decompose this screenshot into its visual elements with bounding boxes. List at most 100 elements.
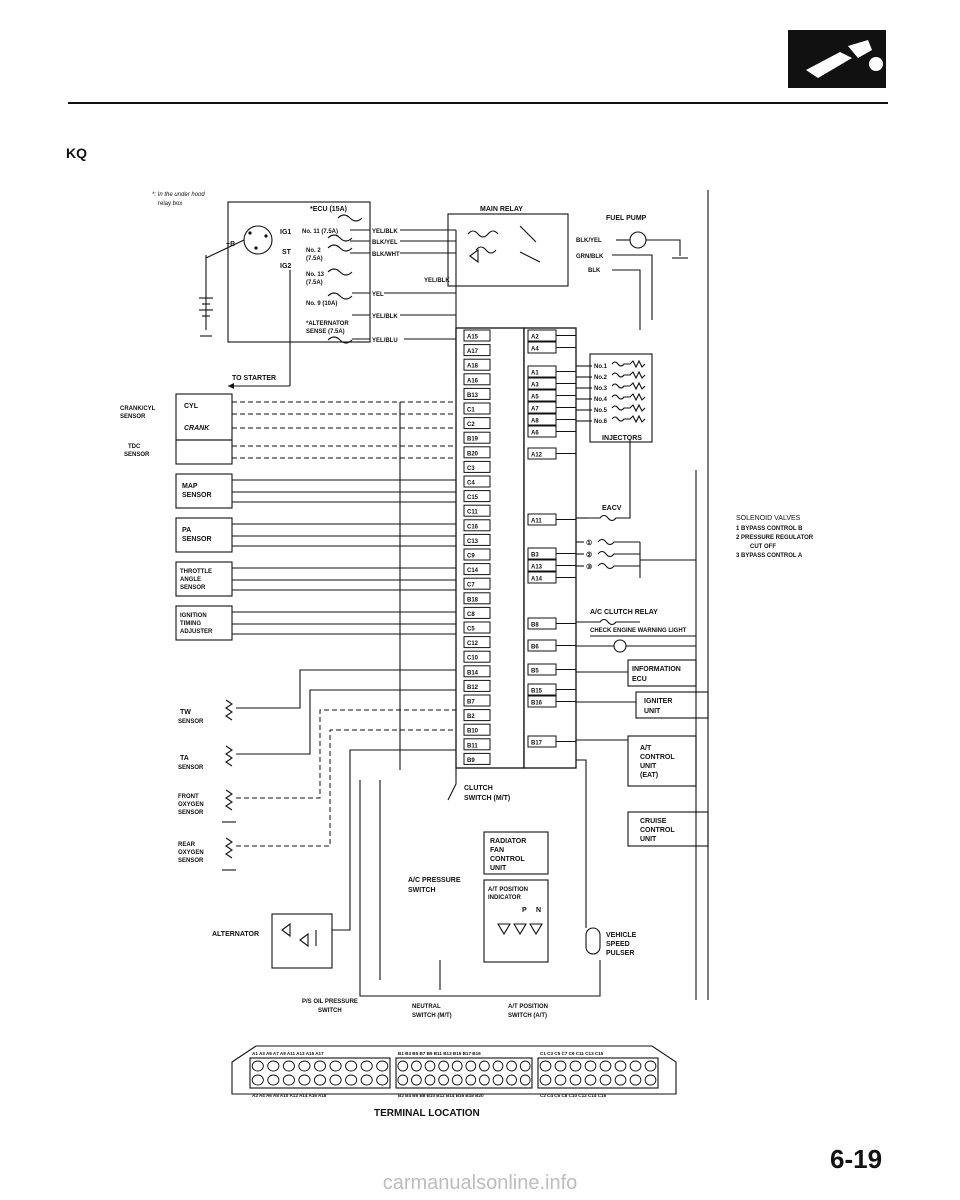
page-number: 6-19 [830, 1144, 882, 1174]
connector-pin [492, 1074, 504, 1086]
connector-pin [629, 1060, 642, 1072]
at-position-switch-label-2: SWITCH (A/T) [508, 1013, 547, 1019]
rad-label: RADIATOR [490, 838, 526, 845]
throttle-label: THROTTLE [180, 569, 212, 575]
front-oxygen-label-2: OXYGEN [178, 802, 204, 808]
watermark: carmanualsonline.info [382, 1172, 578, 1194]
connector-pin [569, 1060, 582, 1072]
ecu-terminal [463, 577, 491, 590]
ecu-terminal-label: B15 [531, 689, 543, 695]
fuse-11-label: No. 11 (7.5A) [302, 229, 338, 235]
ac-pressure-label: A/C PRESSURE [408, 877, 461, 884]
under-hood-relay-box [227, 201, 371, 343]
ecu-terminal-label: C10 [467, 656, 479, 662]
ac-clutch-label: A/C CLUTCH RELAY [590, 609, 658, 616]
tw-label: TW [180, 709, 191, 716]
fuse-2-rating: (7.5A) [306, 256, 323, 262]
connector-pin [539, 1074, 552, 1086]
cyl-label: CYL [184, 403, 199, 410]
rear-oxygen-label-3: SENSOR [178, 858, 204, 864]
connector-pin [298, 1074, 311, 1086]
ecu-terminal-label: A16 [467, 378, 479, 384]
fuel-pump-label: FUEL PUMP [606, 215, 647, 222]
ecu-terminal-label: B3 [531, 553, 539, 559]
rad-label-4: UNIT [490, 865, 507, 872]
at-control-unit [627, 735, 697, 787]
ta-label-2: SENSOR [178, 765, 204, 771]
svg-text:+B: +B [226, 241, 235, 248]
connector-pin [451, 1074, 463, 1086]
tdc-label: TDC [128, 444, 141, 450]
tw-label-2: SENSOR [178, 719, 204, 725]
at-position-indicator [483, 879, 549, 963]
ecu-terminal [463, 475, 491, 488]
ecu-terminal [463, 665, 491, 678]
ecu-terminal [463, 606, 491, 619]
ignition-timing-adjuster [175, 605, 233, 641]
sol-title: SOLENOID VALVES [736, 515, 801, 522]
at-label-4: (EAT) [640, 772, 658, 779]
connector-pin [438, 1060, 449, 1072]
connector-pin [614, 1074, 627, 1086]
eacv-coil-icon [588, 440, 631, 522]
solenoid-coil-icon [597, 550, 640, 558]
ecu-terminal [463, 446, 491, 459]
connector-pin [298, 1060, 311, 1072]
connector-pin [360, 1060, 373, 1072]
injector-label: No.2 [594, 375, 608, 381]
at-label-2: CONTROL [640, 754, 675, 761]
terminal-location-title: TERMINAL LOCATION [374, 1108, 480, 1119]
connector-pin [282, 1060, 295, 1072]
clutch-switch-icon [447, 768, 457, 801]
vss-label: VEHICLE [606, 932, 637, 939]
terminal-outline [231, 1045, 677, 1095]
cruise-label-2: CONTROL [640, 827, 675, 834]
sol-2: 2 PRESSURE REGULATOR [736, 535, 814, 541]
connector-pin [267, 1074, 280, 1086]
ignition-switch: +B IG1 ST IG2 [226, 225, 292, 270]
connector-pin [492, 1060, 504, 1072]
map-sensor [175, 473, 233, 509]
ecu-terminal-label: C11 [467, 510, 478, 516]
ecu-terminal-label: A11 [531, 519, 542, 525]
wire-label: GRN/BLK [576, 254, 604, 260]
injector-label: No.5 [594, 408, 608, 414]
ecu-terminal-label: B17 [531, 741, 543, 747]
connector-pin [599, 1060, 612, 1072]
ecu-terminal [463, 490, 491, 503]
ecu-terminal-label: A13 [531, 565, 543, 571]
ecu-terminal [463, 358, 491, 371]
vehicle-speed-pulser-icon [585, 927, 601, 955]
connector-pin [599, 1074, 612, 1086]
connector-block [249, 1057, 391, 1089]
connector-pin [479, 1074, 490, 1086]
atpi-label: A/T POSITION [488, 887, 528, 893]
wire-label: BLK [588, 268, 601, 274]
ecu-terminal [463, 417, 491, 430]
crank-cyl-sensor [175, 393, 233, 441]
injectors-group [589, 353, 653, 443]
ecu-fuse-label: *ECU (15A) [310, 206, 347, 213]
igniter-label: IGNITER [644, 698, 672, 705]
cel-label: CHECK ENGINE WARNING LIGHT [590, 628, 687, 634]
fuse-13-label: No. 13 [306, 272, 325, 278]
connector-header-bottom: B2 B4 B6 B8 B10 B12 B14 B16 B18 B20 [398, 1093, 484, 1098]
ecu-terminal-label: B5 [531, 669, 539, 675]
connector-pin [539, 1060, 552, 1072]
ecu-terminal [463, 592, 491, 605]
ecu-terminal-label: A1 [531, 371, 539, 377]
ecu-terminal [463, 738, 491, 751]
ecu-terminal-label: B14 [467, 670, 479, 676]
rad-label-3: CONTROL [490, 856, 525, 863]
connector-pin [584, 1074, 597, 1086]
solenoid-coil-icon [597, 538, 640, 546]
cruise-label: CRUISE [640, 818, 667, 825]
connector-pin [329, 1074, 342, 1086]
injector-coil-icon [611, 381, 646, 391]
ecu-terminal-label: B16 [531, 701, 543, 707]
note-text: *: In the under hood [152, 192, 205, 198]
ecu-right-terminal-list: A2A4A1A3A5A7A8A6A12A11B3A13A14B8B6B5B15B… [527, 329, 576, 748]
ecu-terminal [463, 694, 491, 707]
ecu-terminal [463, 636, 491, 649]
